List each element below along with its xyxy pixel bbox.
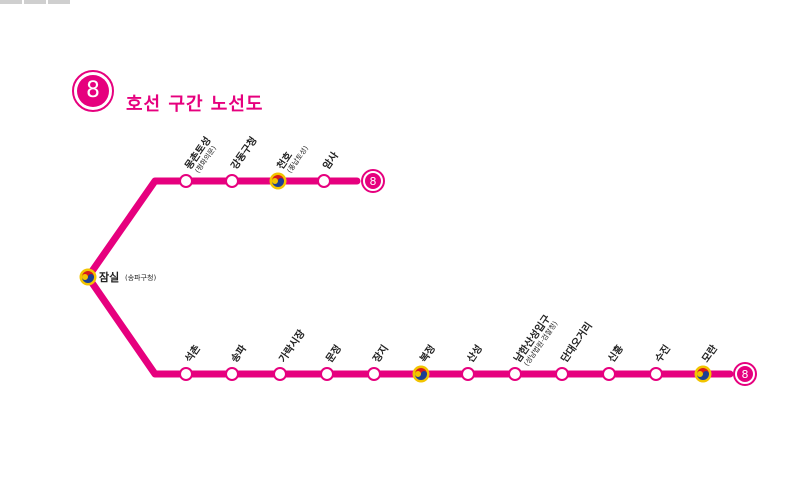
upper-track <box>84 177 361 281</box>
top-tab <box>0 0 22 4</box>
map-title: 호선 구간 노선도 <box>126 94 264 115</box>
end-badge-fill <box>365 173 381 189</box>
station-marker <box>320 367 334 381</box>
transfer-blue-half <box>415 371 427 380</box>
station-label: 강동구청 <box>228 134 260 172</box>
transfer-station-icon <box>412 365 430 383</box>
station-label: 암사 <box>320 149 342 172</box>
station-name: 복정 <box>417 342 438 365</box>
station-label: 산성 <box>464 342 485 365</box>
transfer-station-icon <box>269 172 287 190</box>
station-marker <box>508 367 522 381</box>
end-badge-number: 8 <box>370 175 377 188</box>
station-marker <box>225 367 239 381</box>
line-badge-number: 8 <box>77 75 109 107</box>
station-label: 몽촌토성(평화의문) <box>182 134 218 175</box>
station-name: 문정 <box>323 342 344 365</box>
station-label: 가락시장 <box>276 326 308 364</box>
hub-station-subname: (송파구청) <box>125 273 156 282</box>
top-tab <box>48 0 70 4</box>
station-name: 장지 <box>370 342 391 365</box>
transfer-blue-half <box>697 371 709 380</box>
station-name: 석촌 <box>182 342 203 365</box>
line-badge: 8 <box>72 70 114 112</box>
station-name: 가락시장 <box>276 326 308 364</box>
station-name: 단대오거리 <box>558 320 595 365</box>
station-label: 천호(풍납토성) <box>274 144 310 175</box>
station-marker <box>179 174 193 188</box>
station-name: 암사 <box>320 149 342 172</box>
top-tab <box>24 0 46 4</box>
station-name: 신흥 <box>605 342 626 365</box>
station-name: 산성 <box>464 342 485 365</box>
station-marker <box>367 367 381 381</box>
lower-track <box>84 273 734 378</box>
station-label: 단대오거리 <box>558 320 595 365</box>
lower-end-badge: 8 <box>733 362 757 386</box>
station-name: 수진 <box>652 342 673 365</box>
end-badge-number: 8 <box>742 368 749 381</box>
station-label: 남한산성입구(성남법원·검찰청) <box>511 312 560 368</box>
transfer-station-icon <box>694 365 712 383</box>
station-marker <box>649 367 663 381</box>
station-label: 복정 <box>417 342 438 365</box>
station-name: 송파 <box>228 342 250 365</box>
station-marker <box>225 174 239 188</box>
station-label: 신흥 <box>605 342 626 365</box>
station-label: 송파 <box>228 342 250 365</box>
station-label: 수진 <box>652 342 673 365</box>
station-label: 문정 <box>323 342 344 365</box>
station-name: 모란 <box>700 342 721 365</box>
station-marker <box>273 367 287 381</box>
station-label: 석촌 <box>182 342 203 365</box>
station-marker <box>317 174 331 188</box>
upper-end-badge: 8 <box>361 169 385 193</box>
station-label: 모란 <box>700 342 721 365</box>
transfer-blue-half <box>82 274 94 283</box>
station-marker <box>179 367 193 381</box>
end-badge-fill <box>737 366 753 382</box>
transfer-station-icon <box>79 268 97 286</box>
hub-station-name: 잠실 <box>99 270 119 284</box>
station-marker <box>555 367 569 381</box>
station-marker <box>602 367 616 381</box>
station-name: 강동구청 <box>228 134 260 172</box>
station-label: 장지 <box>370 342 391 365</box>
transfer-blue-half <box>272 178 284 187</box>
station-marker <box>461 367 475 381</box>
